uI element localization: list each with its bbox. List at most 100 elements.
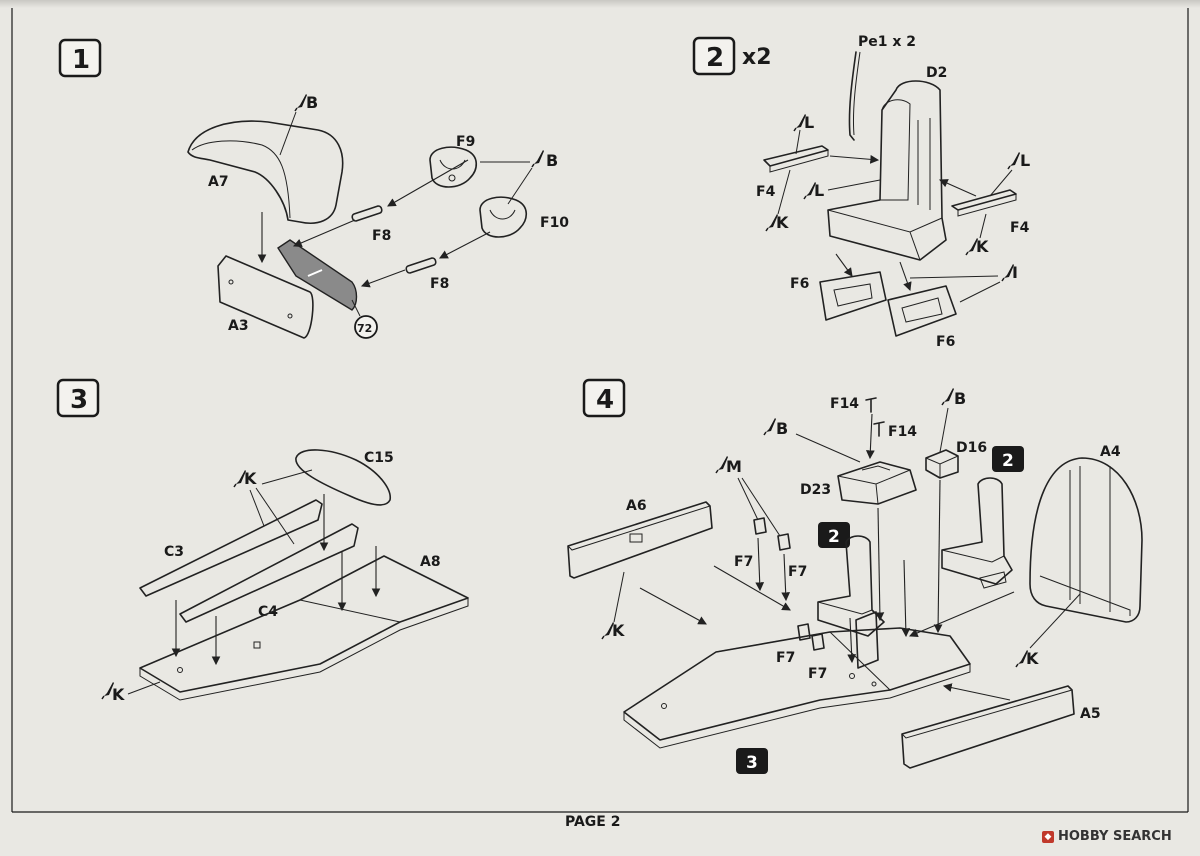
paint-k-3: K — [244, 469, 257, 488]
part-a4-bulkhead — [1029, 457, 1143, 623]
paint-brush-icon — [1007, 151, 1021, 170]
step-1-box — [58, 38, 102, 78]
seat-left-edge — [817, 601, 873, 615]
label-f10: F10 — [540, 215, 569, 231]
leader-i-1 — [909, 275, 999, 279]
step-4-box — [582, 378, 626, 418]
leader-b-f10 — [507, 167, 533, 205]
label-a5: A5 — [1080, 706, 1101, 722]
floor-crease — [715, 631, 891, 691]
label-c15: C15 — [364, 450, 394, 466]
d16-edges — [925, 455, 959, 478]
leader-i-2 — [959, 281, 1001, 303]
leader-b-a7 — [279, 111, 297, 156]
step-1-number: 1 — [72, 45, 90, 75]
part-center-column — [855, 611, 879, 669]
paint-b-4: B — [776, 419, 788, 438]
f4-left-edge — [769, 150, 829, 173]
part-seat-right — [941, 477, 1013, 585]
label-d16: D16 — [956, 440, 987, 456]
step-1: 1 A7 B A3 72 — [58, 38, 569, 339]
arrow-f6-left — [835, 253, 853, 277]
ref-step-2-top-number: 2 — [1002, 451, 1014, 471]
label-f7-upper-right: F7 — [788, 564, 807, 580]
arrow-a6 — [639, 587, 707, 625]
part-a7-cushion — [187, 120, 344, 224]
arrow-a6-2 — [713, 565, 791, 611]
d23-top-detail — [861, 465, 891, 471]
part-a6 — [567, 501, 713, 579]
label-f14-lower: F14 — [888, 424, 917, 440]
part-shaded-back — [277, 239, 358, 311]
label-f7-lower-right: F7 — [808, 666, 827, 682]
arrow-f10 — [439, 231, 491, 259]
a5-edge — [901, 689, 1073, 739]
ref-step-3-number: 3 — [746, 753, 758, 773]
floor-hole-1 — [661, 703, 667, 709]
label-d2: D2 — [926, 65, 947, 81]
label-c3: C3 — [164, 544, 184, 560]
label-a8: A8 — [420, 554, 441, 570]
leader-b-4 — [795, 433, 861, 463]
floor-hole-3 — [871, 681, 877, 687]
f9-inner — [439, 159, 466, 170]
paint-k-2: K — [976, 237, 989, 256]
part-f4-left — [763, 145, 829, 167]
label-f7-upper-left: F7 — [734, 554, 753, 570]
leader-k-3c — [261, 469, 313, 485]
label-d23: D23 — [800, 482, 831, 498]
step-4: 4 F14 F14 B D16 2 B — [567, 378, 1143, 774]
part-f7-lower-right — [811, 633, 825, 651]
part-c4 — [179, 523, 359, 623]
leader-k-6 — [1029, 593, 1081, 649]
part-c3 — [139, 499, 323, 597]
part-f4-right — [951, 189, 1017, 211]
label-f9: F9 — [456, 134, 475, 150]
a6-edge — [567, 505, 711, 551]
label-a3: A3 — [228, 318, 249, 334]
a6-window — [629, 533, 643, 543]
step-2-multiplier: x2 — [742, 45, 772, 70]
a8-notch — [253, 641, 261, 649]
arrow-f7-1 — [755, 537, 765, 592]
hobby-search-logo-icon: ◆ — [1042, 830, 1054, 843]
part-f7-lower-left — [797, 623, 811, 641]
d2-cushion-edge — [827, 209, 943, 233]
arrow-a5 — [942, 683, 1011, 701]
arrow-f4-left — [829, 154, 880, 164]
part-f8-lower — [405, 257, 437, 274]
paint-m: M — [726, 457, 742, 476]
leader-k-5 — [613, 571, 625, 623]
leader-l-1 — [795, 129, 801, 155]
paint-b-1: B — [306, 93, 318, 112]
part-f7-upper-left — [753, 517, 767, 535]
step-3: 3 C15 K C3 C4 A8 — [56, 378, 469, 704]
paint-b-3: B — [954, 389, 966, 408]
label-f7-lower-left: F7 — [776, 650, 795, 666]
part-f7-upper-right — [777, 533, 791, 551]
label-f4-right: F4 — [1010, 220, 1030, 236]
ref-step-2-top — [992, 446, 1024, 472]
paint-brush-icon — [531, 149, 545, 168]
part-cockpit-floor — [623, 627, 971, 741]
leader-m-2 — [741, 477, 781, 537]
arrow-f8-lower — [360, 269, 406, 288]
arrow-a4 — [908, 591, 1015, 638]
f6-left-window — [833, 283, 873, 307]
d2-corner — [909, 231, 921, 261]
f6-right-window — [901, 297, 943, 323]
arrow-f6-right — [899, 261, 912, 292]
arrow-f14 — [865, 413, 875, 460]
part-pe1-belt — [848, 51, 857, 141]
part-c15 — [295, 449, 391, 506]
part-f9 — [429, 146, 478, 188]
leader-k-1 — [777, 169, 791, 215]
arrow-seat-right — [901, 559, 911, 638]
part-f6-right — [887, 285, 957, 337]
paint-l-3: L — [814, 181, 824, 200]
leader-l-2 — [989, 169, 1013, 197]
label-f8-upper: F8 — [372, 228, 391, 244]
part-f10 — [479, 196, 528, 238]
a3-hole-2 — [287, 313, 293, 319]
